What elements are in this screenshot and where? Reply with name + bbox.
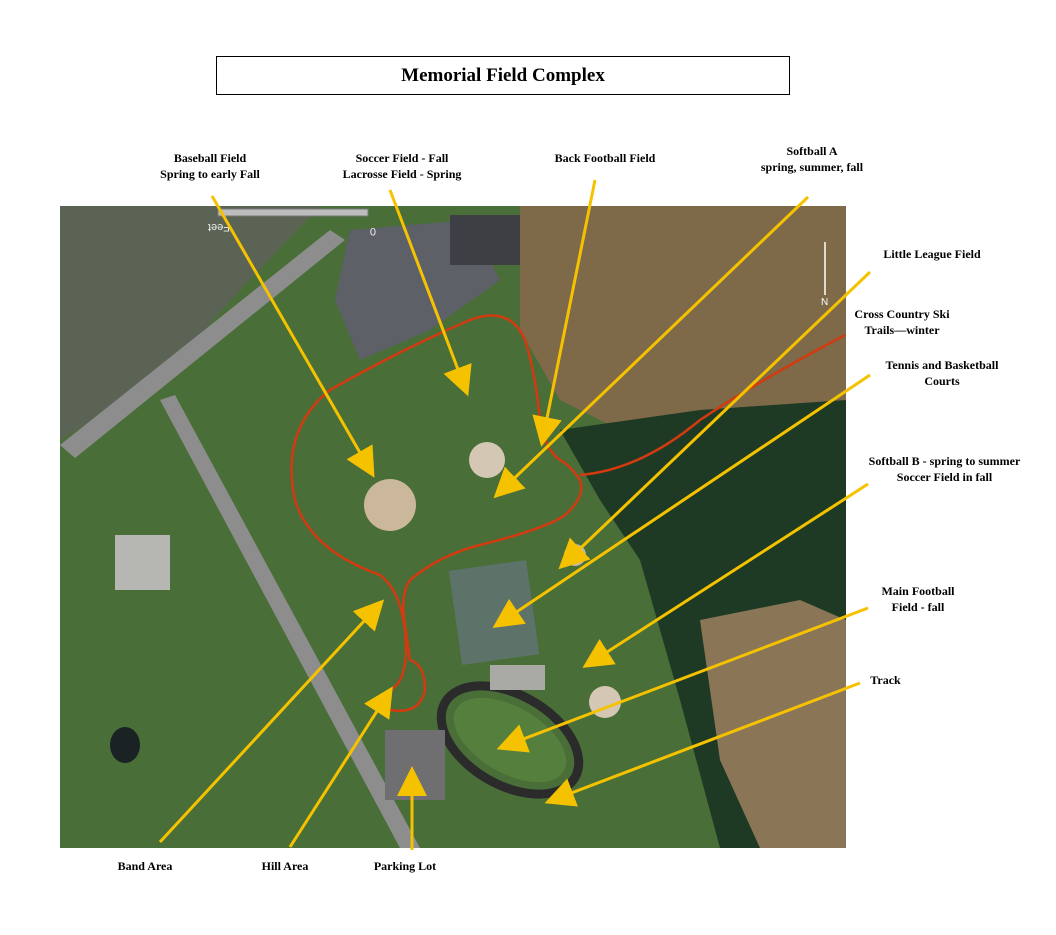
scale-bar-zero: 0 — [370, 225, 376, 237]
road-side — [160, 395, 420, 848]
label-arrows — [158, 179, 872, 850]
label-baseball-field: Baseball Field Spring to early Fall — [160, 151, 260, 181]
label-track: Track — [870, 673, 901, 687]
label-band-area: Band Area — [117, 859, 173, 873]
track-oval — [436, 681, 584, 799]
building-grandstand — [490, 665, 545, 690]
arrow-back-football — [532, 179, 597, 447]
label-main-football-field: Main Football Field - fall — [881, 584, 955, 614]
road-main — [60, 230, 345, 458]
pond — [110, 727, 140, 763]
label-little-league-field: Little League Field — [883, 247, 981, 261]
label-tennis-courts: Tennis and Basketball Courts — [885, 358, 999, 388]
arrow-tennis — [492, 373, 871, 629]
arrow-softball-a — [493, 195, 810, 499]
softball-a-infield — [469, 442, 505, 478]
north-label: N — [821, 297, 828, 308]
arrow-little-league — [558, 270, 872, 570]
marsh-area — [700, 600, 846, 848]
arrow-baseball — [210, 195, 375, 478]
arrow-track — [544, 681, 861, 807]
arrow-soccer — [388, 189, 472, 397]
arrow-hill — [288, 686, 393, 848]
arrow-softball-b — [582, 482, 869, 668]
label-hill-area: Hill Area — [261, 859, 309, 873]
label-parking-lot: Parking Lot — [373, 859, 437, 873]
scale-bar — [217, 208, 369, 217]
label-softball-b: Softball B - spring to summer Soccer Fie… — [868, 454, 1021, 484]
arrow-main-football — [496, 606, 869, 753]
tennis-courts — [448, 560, 540, 665]
baseball-infield — [364, 479, 416, 531]
label-softball-a: Softball A spring, summer, fall — [760, 144, 864, 174]
town-area — [60, 206, 320, 440]
parking-area-bottom — [385, 730, 445, 800]
building-school — [450, 215, 520, 265]
title-box: Memorial Field Complex — [216, 56, 790, 95]
label-back-football-field: Back Football Field — [554, 151, 656, 165]
page-title: Memorial Field Complex — [401, 64, 605, 86]
brown-field — [520, 206, 846, 440]
building-left — [115, 535, 170, 590]
label-soccer-field: Soccer Field - Fall Lacrosse Field - Spr… — [342, 151, 462, 181]
scale-bar-text: Feet — [208, 221, 230, 233]
arrow-band — [158, 599, 385, 844]
label-cross-country-trails: Cross Country Ski Trails—winter — [854, 307, 950, 337]
